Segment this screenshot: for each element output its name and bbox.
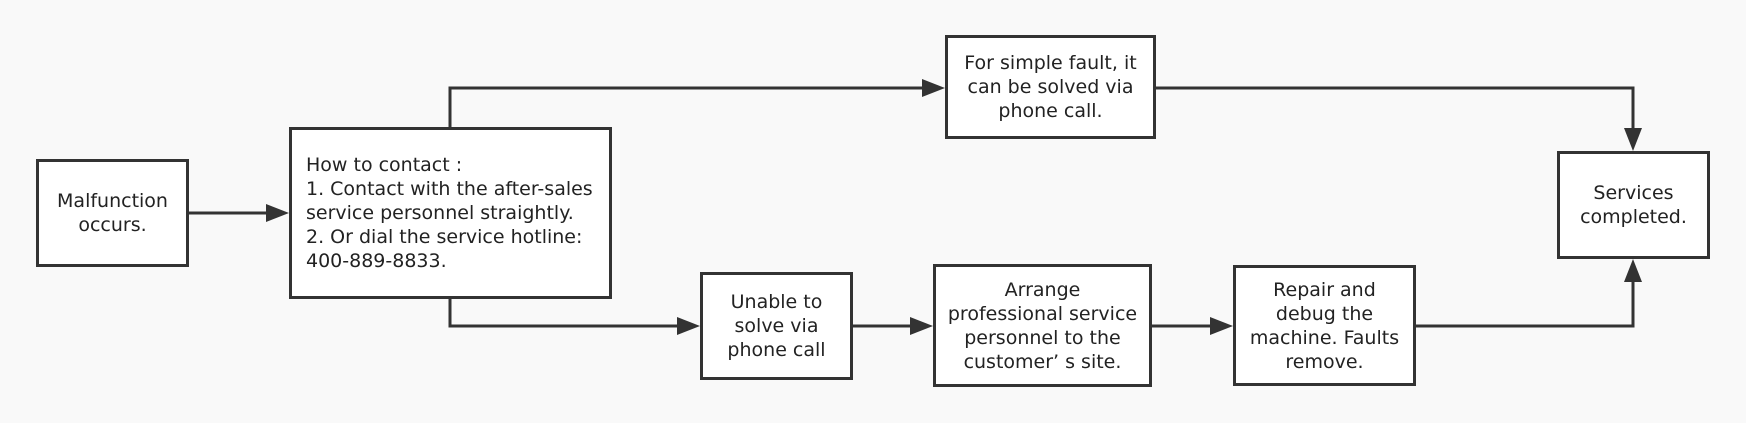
node-how-to-contact-label: How to contact : 1. Contact with the aft… — [306, 154, 593, 272]
edge-contact-to-simple-fault — [448, 86, 924, 127]
node-how-to-contact: How to contact : 1. Contact with the aft… — [289, 127, 612, 299]
node-unable-to-solve: Unable to solve via phone call — [700, 272, 853, 380]
arrowhead-down-to-completed — [1624, 128, 1642, 151]
arrowhead-to-simple-fault — [922, 79, 945, 97]
node-arrange-personnel-label: Arrange professional service personnel t… — [947, 278, 1138, 373]
arrowhead-to-contact — [266, 204, 289, 222]
node-arrange-personnel: Arrange professional service personnel t… — [933, 264, 1152, 387]
node-malfunction-occurs: Malfunction occurs. — [36, 159, 189, 267]
arrowhead-up-to-completed — [1624, 259, 1642, 282]
node-simple-fault: For simple fault, it can be solved via p… — [945, 35, 1156, 139]
node-services-completed: Services completed. — [1557, 151, 1710, 259]
arrowhead-to-unable — [677, 317, 700, 335]
node-repair-and-debug-label: Repair and debug the machine. Faults rem… — [1249, 278, 1400, 373]
node-unable-to-solve-label: Unable to solve via phone call — [727, 291, 826, 361]
arrowhead-to-arrange — [910, 317, 933, 335]
node-simple-fault-label: For simple fault, it can be solved via p… — [964, 52, 1137, 122]
edge-contact-to-unable — [448, 299, 679, 328]
node-repair-and-debug: Repair and debug the machine. Faults rem… — [1233, 265, 1416, 386]
edge-repair-to-completed — [1416, 280, 1635, 328]
node-services-completed-label: Services completed. — [1580, 182, 1687, 228]
edge-simple-fault-to-completed — [1156, 86, 1635, 130]
node-malfunction-occurs-label: Malfunction occurs. — [57, 190, 168, 236]
arrowhead-to-repair — [1210, 317, 1233, 335]
